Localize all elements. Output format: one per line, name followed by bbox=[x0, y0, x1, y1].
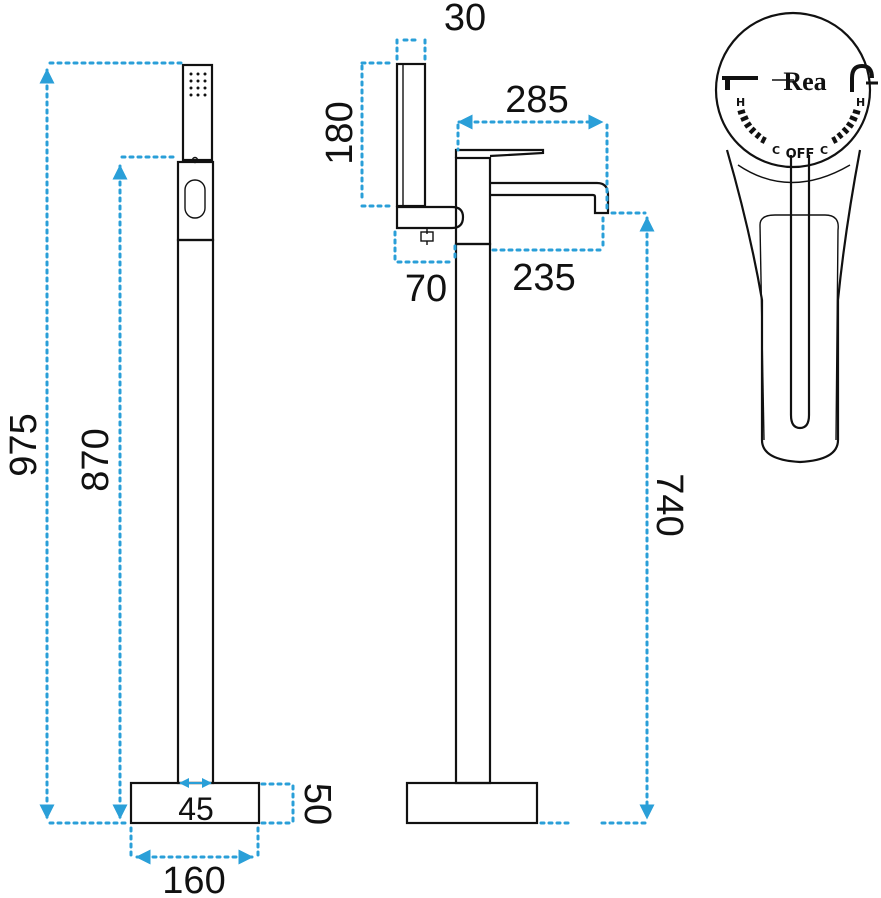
off-label: OFF bbox=[786, 147, 815, 162]
side-view-dimensions bbox=[39, 61, 295, 865]
hot-label-right: H bbox=[856, 96, 865, 109]
front-floor-base bbox=[405, 781, 539, 825]
cold-label-right: C bbox=[820, 144, 828, 157]
temperature-scale-left bbox=[737, 109, 767, 144]
front-view-mixer bbox=[395, 62, 610, 825]
front-hand-shower bbox=[395, 62, 427, 208]
shower-head-icon bbox=[850, 63, 878, 92]
dim-overall-height: 975 bbox=[3, 413, 45, 476]
bath-spout-icon bbox=[722, 76, 758, 90]
body-housing bbox=[176, 160, 215, 242]
cold-label-left: C bbox=[772, 144, 780, 157]
hot-label-left: H bbox=[736, 96, 745, 109]
dim-cradle-width: 70 bbox=[405, 268, 447, 310]
temperature-scale-right bbox=[831, 109, 861, 144]
handle-dial bbox=[714, 11, 872, 169]
mixer-lever bbox=[454, 148, 545, 158]
spout bbox=[490, 181, 610, 215]
front-view-dimensions bbox=[360, 38, 655, 825]
dim-base-width: 160 bbox=[162, 860, 225, 898]
shower-cradle bbox=[395, 205, 465, 230]
mixer-body bbox=[454, 156, 492, 246]
dim-spout-reach: 285 bbox=[505, 79, 568, 121]
brand-logo: Rea bbox=[783, 67, 826, 96]
side-view-mixer bbox=[129, 63, 261, 825]
dim-base-height: 50 bbox=[296, 783, 338, 825]
cradle-slot bbox=[184, 179, 206, 219]
dim-spout-projection: 235 bbox=[512, 257, 575, 299]
indicator-groove bbox=[789, 155, 811, 430]
dim-handset-length: 180 bbox=[319, 101, 361, 164]
dim-handset-depth: 30 bbox=[444, 0, 486, 39]
hand-shower-head bbox=[181, 63, 214, 162]
front-column bbox=[454, 242, 492, 785]
dim-column-width: 45 bbox=[178, 791, 214, 827]
lever-outline bbox=[725, 149, 862, 464]
shower-spray-holes bbox=[189, 72, 207, 97]
handle-detail: Rea H H C C OFF bbox=[714, 11, 878, 464]
dim-spout-height: 740 bbox=[648, 473, 690, 536]
dial-base-curve bbox=[737, 164, 851, 184]
column bbox=[176, 238, 215, 785]
lever-inner-edge bbox=[759, 214, 839, 441]
dim-outlet-height: 870 bbox=[75, 428, 117, 491]
